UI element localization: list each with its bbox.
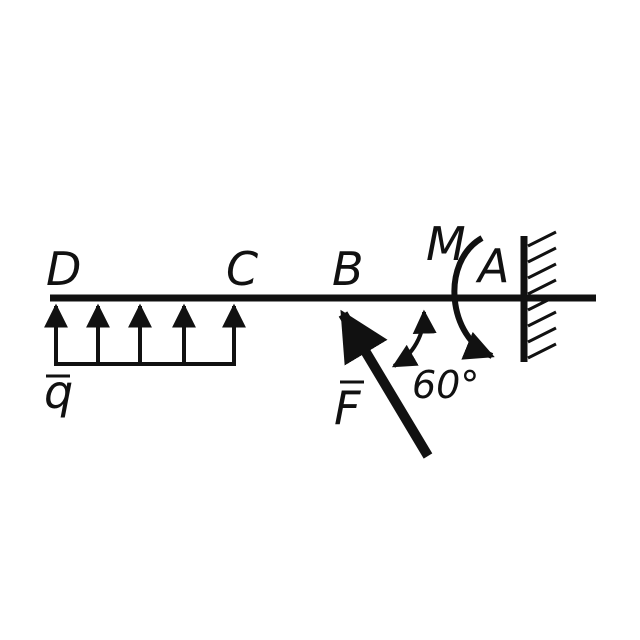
label-angle: 60° [412,363,479,407]
distributed-load [44,303,246,366]
label-f: F [334,381,361,435]
label-c: C [226,242,258,296]
label-d: D [46,242,81,296]
moment-arc [451,235,495,360]
angle-arc [391,309,437,368]
label-q: q [44,365,73,419]
label-b: B [332,242,364,296]
force-f-arrow [338,309,433,459]
label-a: A [475,239,509,293]
label-m: M [426,217,466,271]
wall-support [520,230,557,362]
